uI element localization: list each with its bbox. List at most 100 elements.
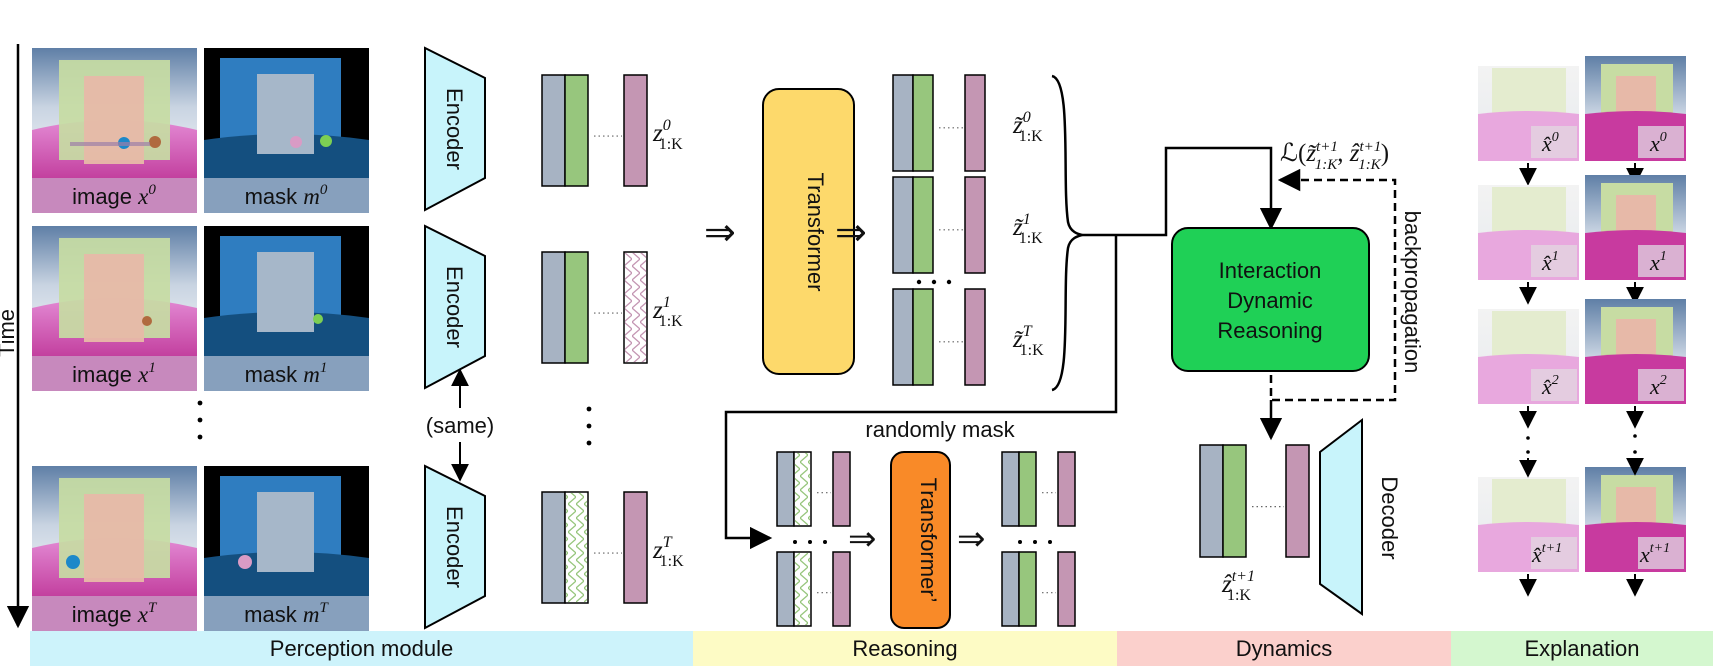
implies-arrow-3: ⇒ <box>848 520 877 558</box>
frame-row-1: image x1 mask m1 <box>32 226 369 391</box>
dynamics-block: Interaction Dynamic Reasoning <box>1171 227 1370 372</box>
ground-truth-frame-label: x2 <box>1649 373 1667 399</box>
module-3: Explanation <box>1451 631 1713 666</box>
random-mask-label: randomly mask <box>865 417 1015 442</box>
module-label: Explanation <box>1525 636 1640 661</box>
ground-truth-frame-label: xt+1 <box>1639 541 1670 567</box>
image-caption: image x0 <box>72 182 156 209</box>
dynamics-line-1: Interaction <box>1219 258 1322 283</box>
backpropagation-label: backpropagation <box>1400 211 1425 374</box>
predicted-frame-label: x̂2 <box>1541 373 1559 399</box>
dynamics-line-2: Dynamic <box>1227 288 1313 313</box>
explanation-ellipsis-dot <box>1633 418 1637 422</box>
predicted-frame-label: x̂0 <box>1541 130 1559 156</box>
same-label: (same) <box>426 413 494 438</box>
transformed-slot-stack-1 <box>892 176 986 274</box>
same-encoder-annotation: (same) <box>426 368 494 482</box>
predicted-frame-label: x̂1 <box>1541 249 1559 275</box>
implies-arrow-1: ⇒ <box>704 212 736 254</box>
transformer-prime-block: Transformer’ <box>890 451 951 629</box>
time-axis: Time <box>0 44 30 629</box>
slot-stack-2 <box>541 491 648 604</box>
ground-truth-frame-label: x1 <box>1649 249 1667 275</box>
explanation-pair-2: x̂2 x2 <box>1478 299 1686 429</box>
masked-ellipsis-dot <box>1048 540 1052 544</box>
implies-arrow-4: ⇒ <box>957 520 986 558</box>
frame-ellipsis <box>197 400 203 440</box>
explanation-frames: x̂0 x0 x̂1 x1 x̂2 x2 x̂t+1 xt+1 <box>1478 56 1686 597</box>
input-frames: image x0 mask m0 image x1 mask m1 image xT ma… <box>32 48 369 631</box>
module-label: Dynamics <box>1236 636 1333 661</box>
predicted-frame-label: x̂t+1 <box>1531 541 1562 567</box>
masked-ellipsis-dot <box>1033 540 1037 544</box>
input-image: image x0 <box>32 48 197 213</box>
ground-truth-frame: xt+1 <box>1585 467 1686 572</box>
encoder-2: Encoder <box>424 464 486 630</box>
image-caption: image xT <box>72 600 158 627</box>
svg-text:ℒ(z̃t+11:K, ẑt+11:K): ℒ(z̃t+11:K, ẑt+11:K) <box>1280 139 1389 173</box>
slot-ellipsis <box>586 406 592 446</box>
backpropagation-path: backpropagation <box>1269 168 1425 402</box>
predicted-slot-stack <box>1199 444 1310 558</box>
ground-truth-frame-label: x0 <box>1649 130 1667 156</box>
masked-slot-stack-3 <box>1001 551 1076 627</box>
mask-caption: mask m1 <box>245 360 328 387</box>
input-mask: mask mT <box>204 466 369 631</box>
module-1: Reasoning <box>693 631 1117 666</box>
predicted-frame: x̂1 <box>1478 185 1579 280</box>
transformed-slot-stack-2 <box>892 288 986 386</box>
explanation-pair-3: x̂t+1 xt+1 <box>1478 467 1686 597</box>
masked-ellipsis-dot <box>793 540 797 544</box>
input-mask: mask m1 <box>204 226 369 391</box>
predicted-frame: x̂t+1 <box>1478 477 1579 572</box>
encoder-0: Encoder <box>424 46 486 212</box>
frame-row-2: image xT mask mT <box>32 466 369 631</box>
masked-slot-stack-1 <box>776 551 851 627</box>
module-2: Dynamics <box>1117 631 1451 666</box>
explanation-ellipsis-dot <box>1526 422 1530 426</box>
masked-slot-stack-2 <box>1001 451 1076 527</box>
encoder-label: Encoder <box>442 88 467 170</box>
slot-stack-0 <box>541 74 648 187</box>
explanation-ellipsis-dot <box>1526 436 1530 440</box>
predicted-frame: x̂0 <box>1478 66 1579 161</box>
decoder-label: Decoder <box>1377 476 1402 559</box>
masked-ellipsis-dot <box>1018 540 1022 544</box>
explanation-pair-0: x̂0 x0 <box>1478 56 1686 186</box>
explanation-ellipsis-dot <box>1526 450 1530 454</box>
transformed-slot-ellipsis <box>916 279 952 285</box>
ground-truth-frame: x2 <box>1585 299 1686 404</box>
connector-lines <box>724 146 1283 550</box>
decoder-block: Decoder <box>1319 417 1402 616</box>
masked-slot-stack-0 <box>776 451 851 527</box>
transformer-prime-label: Transformer’ <box>916 478 941 603</box>
input-image: image xT <box>32 466 197 631</box>
slot-stack-1 <box>541 251 648 364</box>
masked-ellipsis-dot <box>808 540 812 544</box>
predicted-frame: x̂2 <box>1478 309 1579 404</box>
explanation-pair-1: x̂1 x1 <box>1478 175 1686 305</box>
transformed-slot-stack-0 <box>892 74 986 172</box>
module-0: Perception module <box>30 631 693 666</box>
implies-arrow-2: ⇒ <box>835 212 867 254</box>
input-image: image x1 <box>32 226 197 391</box>
input-mask: mask m0 <box>204 48 369 213</box>
transformer-label: Transformer <box>803 173 828 292</box>
masked-branch <box>776 451 1076 627</box>
explanation-ellipsis-dot <box>1633 450 1637 454</box>
mask-caption: mask mT <box>244 600 329 627</box>
frame-row-0: image x0 mask m0 <box>32 48 369 213</box>
mask-caption: mask m0 <box>245 182 328 209</box>
encoder-label: Encoder <box>442 266 467 348</box>
